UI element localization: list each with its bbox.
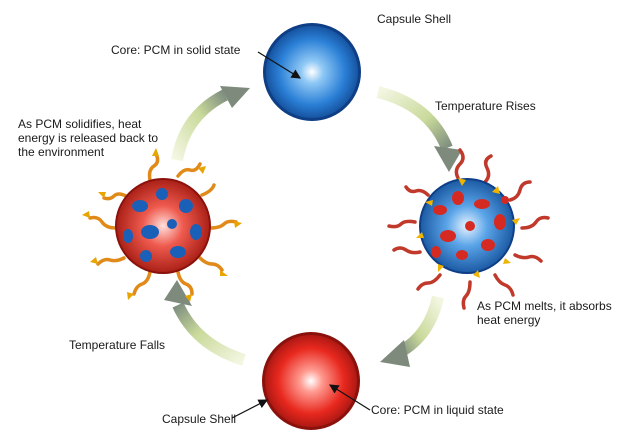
capsule-shell-top-label: Capsule Shell [377, 12, 452, 26]
pointer-capsule-shell [231, 399, 269, 419]
solidifies-label-line3: the environment [18, 145, 105, 159]
arrow-temperature-rises [376, 86, 462, 172]
capsule-shell-bottom-label: Capsule Shell [162, 412, 237, 426]
melting-capsule-icon [387, 148, 550, 310]
solidifies-label-line2: energy is released back to [18, 131, 159, 145]
temperature-rises-label: Temperature Rises [435, 99, 536, 113]
pointer-core-solid [257, 51, 302, 79]
temperature-falls-label: Temperature Falls [69, 338, 166, 352]
solidifies-label-line1: As PCM solidifies, heat [18, 117, 142, 131]
arrow-temperature-falls [164, 280, 246, 366]
core-solid-label: Core: PCM in solid state [111, 43, 241, 57]
solidifying-capsule-icon [82, 148, 242, 302]
melts-label-line2: heat energy [477, 313, 541, 327]
pointer-core-liquid [328, 384, 371, 411]
arrow-temperature-down-right [380, 295, 444, 367]
solid-capsule-icon [263, 23, 361, 121]
liquid-capsule-icon [262, 332, 360, 430]
core-liquid-label: Core: PCM in liquid state [371, 403, 504, 417]
melts-label-line1: As PCM melts, it absorbs [477, 299, 612, 313]
arrow-temperature-up-left [171, 86, 250, 162]
